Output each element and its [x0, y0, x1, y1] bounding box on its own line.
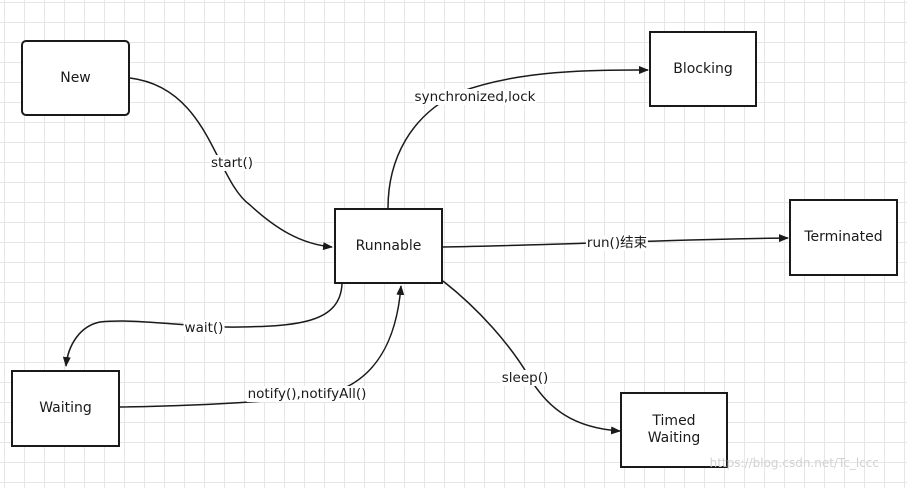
- edge-new-to-runnable: [129, 77, 333, 251]
- state-timed-waiting[interactable]: Timed Waiting: [620, 392, 728, 468]
- edge-label-wait: wait(): [183, 320, 225, 336]
- state-waiting[interactable]: Waiting: [11, 370, 120, 447]
- watermark-text: https://blog.csdn.net/Tc_lccc: [709, 456, 879, 470]
- edge-label-run-end: run()结束: [585, 235, 649, 251]
- state-terminated[interactable]: Terminated: [789, 199, 898, 276]
- state-runnable[interactable]: Runnable: [334, 208, 443, 284]
- state-blocking[interactable]: Blocking: [649, 31, 757, 107]
- edge-label-sleep: sleep(): [500, 370, 550, 386]
- edge-label-start: start(): [210, 155, 254, 171]
- state-new[interactable]: New: [21, 40, 130, 116]
- edge-runnable-to-timed-waiting: [442, 280, 621, 435]
- edge-label-notify: notify(),notifyAll(): [246, 386, 368, 402]
- edge-label-synchronized: synchronized,lock: [413, 89, 537, 105]
